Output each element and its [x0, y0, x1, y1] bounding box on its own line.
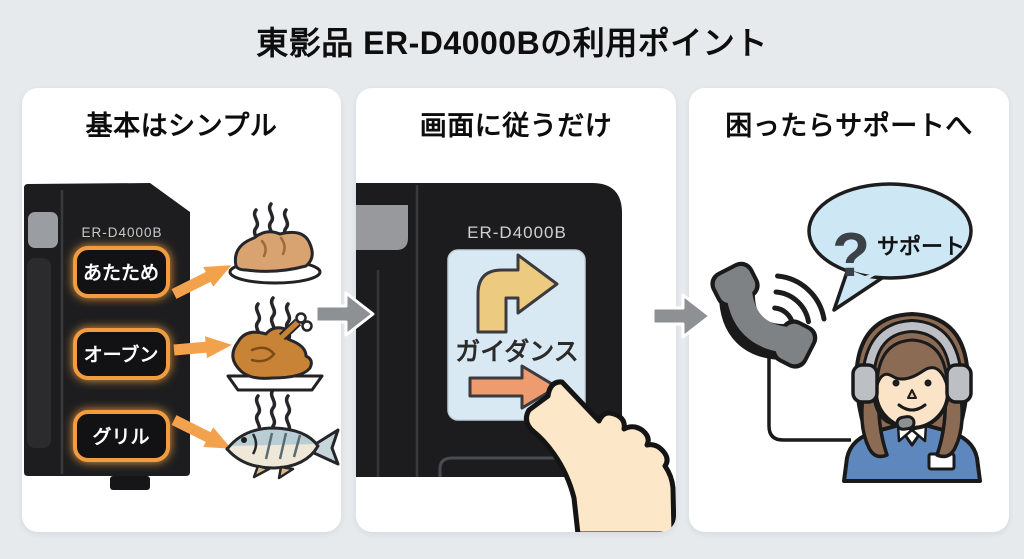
- support-label: サポート: [877, 234, 965, 259]
- roast-chicken-icon: [226, 312, 324, 392]
- door-window: [356, 205, 408, 250]
- panel-guidance: 画面に従うだけ ER-D4000B ガイダンス: [356, 88, 676, 532]
- panel-simple-heading: 基本はシンプル: [85, 111, 278, 141]
- question-mark: ?: [832, 221, 870, 290]
- touchscreen-illustration: ER-D4000B ガイダンス: [356, 183, 676, 532]
- steamed-dish-icon: [228, 230, 322, 285]
- guidance-label: ガイダンス: [455, 337, 579, 366]
- oven-button: オーブン: [73, 328, 170, 380]
- grilled-fish-icon: [225, 426, 340, 480]
- panel-support: 困ったらサポートへ ? サポート: [689, 88, 1009, 532]
- panel-support-heading: 困ったらサポートへ: [725, 111, 973, 141]
- door-panel: [27, 258, 51, 448]
- turn-arrow-icon: [476, 253, 559, 334]
- pointing-hand-icon: [523, 379, 676, 532]
- headset-icon: [851, 318, 973, 404]
- sound-waves-icon: [772, 273, 827, 327]
- microwave-buttons-illustration: ER-D4000B あたため オーブン グリル: [24, 183, 340, 490]
- warm-button-label: あたため: [83, 262, 159, 284]
- phone-cord: [767, 356, 851, 442]
- support-operator: [842, 312, 982, 483]
- phone-icon: [710, 261, 818, 369]
- microwave-foot: [110, 476, 150, 490]
- microwave-front: ER-D4000B あたため オーブン グリル: [24, 183, 190, 490]
- panel-simple: 基本はシンプル ER-D4000B あたため: [22, 88, 341, 532]
- warm-arrow-icon: [171, 265, 232, 299]
- nose: [907, 389, 917, 399]
- mic-icon: [873, 400, 916, 431]
- device-label: ER-D4000B: [467, 223, 567, 242]
- next-step-arrow-icon: [468, 364, 559, 410]
- support-illustration: ? サポート: [710, 182, 982, 483]
- grill-button-label: グリル: [92, 425, 149, 448]
- flow-arrow-icon: [651, 293, 712, 339]
- page-title: 東影品 ER-D4000Bの利用ポイント: [256, 25, 768, 61]
- guidance-screen: ガイダンス: [447, 249, 586, 421]
- panel-guidance-heading: 画面に従うだけ: [419, 111, 613, 141]
- device-label: ER-D4000B: [81, 225, 162, 240]
- warm-button: あたため: [73, 246, 170, 298]
- speech-bubble: ? サポート: [807, 182, 973, 312]
- grill-arrow-icon: [171, 415, 232, 449]
- flow-arrow-icon: [314, 291, 375, 337]
- oven-button-label: オーブン: [84, 343, 159, 366]
- mouth: [897, 403, 927, 412]
- bangs: [875, 338, 949, 387]
- oven-arrow-icon: [173, 336, 232, 359]
- door-window: [28, 212, 58, 248]
- grill-button: グリル: [73, 410, 170, 462]
